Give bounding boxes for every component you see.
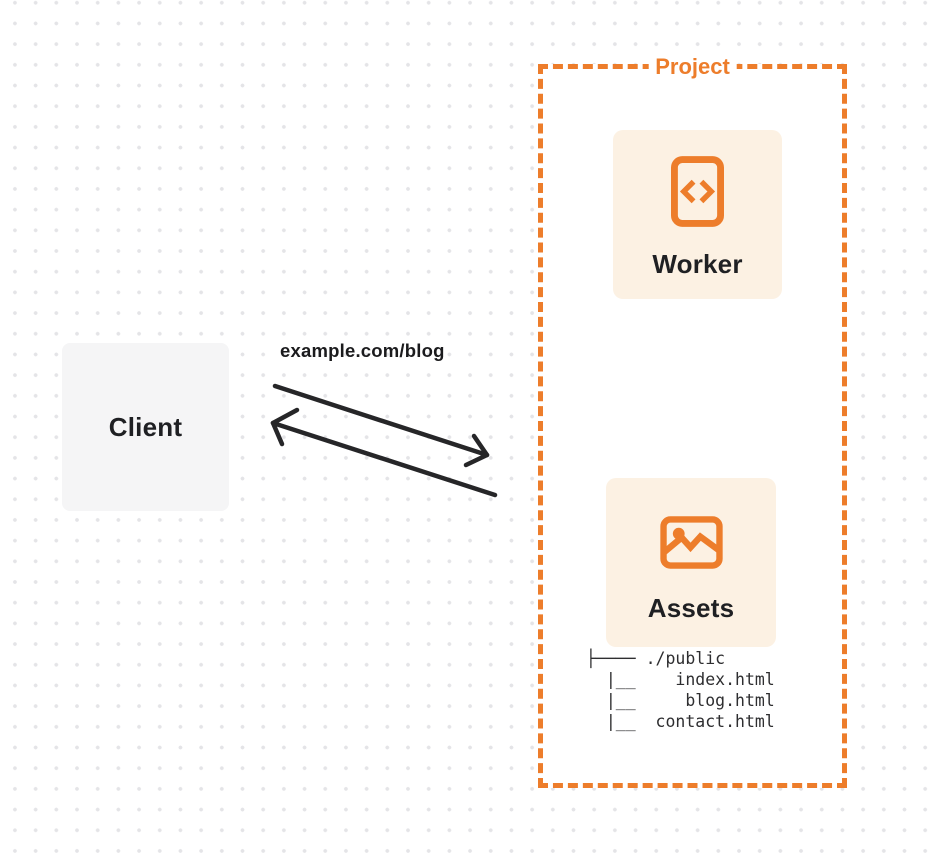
assets-node: Assets (606, 478, 776, 647)
client-label: Client (108, 411, 183, 442)
worker-label: Worker (652, 249, 743, 279)
assets-file-tree: ├──── ./public |__ index.html |__ blog.h… (586, 649, 775, 731)
client-to-project-arrow (272, 383, 490, 468)
image-icon (659, 516, 723, 569)
request-url-label: example.com/blog (280, 340, 445, 361)
worker-node: Worker (613, 130, 782, 299)
code-file-icon (671, 156, 724, 227)
project-to-client-arrow (270, 407, 498, 498)
client-node: Client (62, 343, 229, 511)
assets-label: Assets (647, 593, 735, 623)
project-container: Project Worker Assets ├──── ./public |__… (538, 54, 847, 788)
project-label: Project (648, 54, 737, 80)
